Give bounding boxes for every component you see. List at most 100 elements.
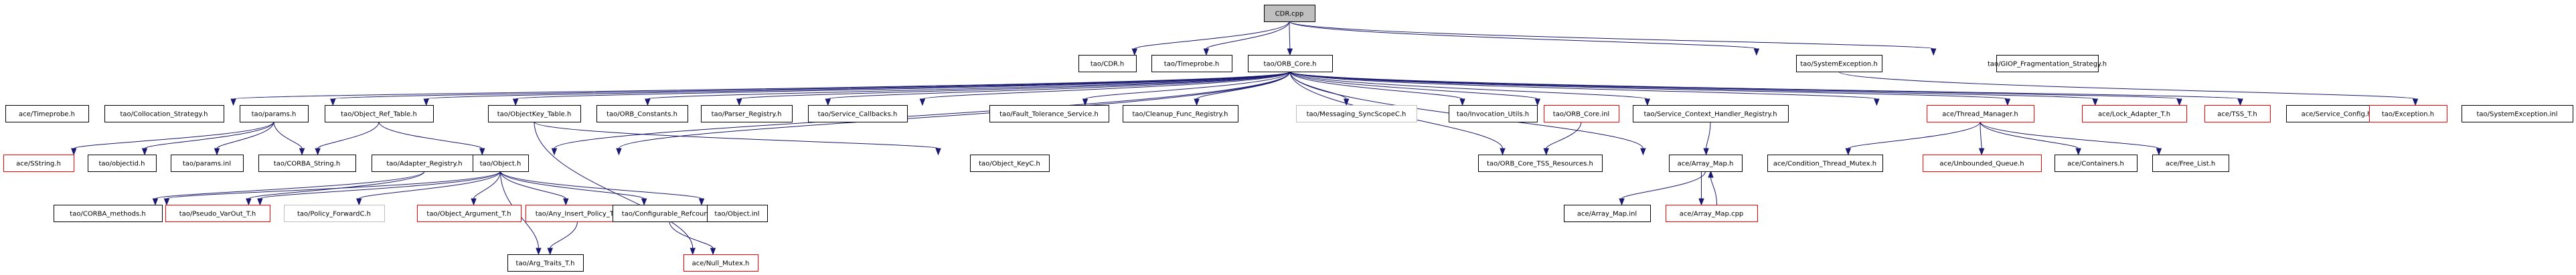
arrowhead-icon [1534, 98, 1540, 106]
node-box [596, 105, 688, 122]
edge-line [332, 71, 1291, 100]
graph-node-tao-objectkey-table-h[interactable]: tao/ObjectKey_Table.h [488, 105, 581, 122]
graph-node-tao-object-ref-table-h[interactable]: tao/Object_Ref_Table.h [325, 105, 434, 122]
graph-node-tao-policy-forwardc-h[interactable]: tao/Policy_ForwardC.h [284, 205, 385, 222]
graph-node-ace-containers-h[interactable]: ace/Containers.h [2055, 155, 2138, 172]
graph-node-ace-null-mutex-h[interactable]: ace/Null_Mutex.h [683, 254, 758, 272]
graph-node-tao-fault-tolerance-service-h[interactable]: tao/Fault_Tolerance_Service.h [989, 105, 1109, 122]
graph-node-tao-giop-frag-h[interactable]: tao/GIOP_Fragmentation_Strategy.h [1988, 55, 2107, 72]
graph-node-tao-objectid-h[interactable]: tao/objectid.h [88, 155, 157, 172]
graph-node-ace-lock-adapter-t-h[interactable]: ace/Lock_Adapter_T.h [2082, 105, 2187, 122]
graph-node-tao-collocation-strategy-h[interactable]: tao/Collocation_Strategy.h [104, 105, 224, 122]
graph-node-tao-adapter-registry-h[interactable]: tao/Adapter_Registry.h [372, 155, 478, 172]
graph-node-ace-sstring-h[interactable]: ace/SString.h [3, 155, 74, 172]
graph-node-tao-exception-h[interactable]: tao/Exception.h [2369, 105, 2447, 122]
arrowhead-icon [1500, 148, 1506, 156]
edge-tao-params-h-to-tao-corba-string-h [273, 121, 305, 156]
graph-node-ace-array-map-h[interactable]: ace/Array_Map.h [1669, 155, 1743, 172]
graph-node-ace-condition-thread-mutex-h[interactable]: ace/Condition_Thread_Mutex.h [1767, 155, 1883, 172]
node-box [1669, 155, 1743, 172]
graph-node-tao-invocation-utils-h[interactable]: tao/Invocation_Utils.h [1449, 105, 1538, 122]
arrowhead-icon [315, 148, 321, 156]
graph-node-tao-params-h[interactable]: tao/params.h [240, 105, 309, 122]
graph-node-ace-array-map-inl[interactable]: ace/Array_Map.inl [1564, 205, 1651, 222]
edge-tao-orb-core-h-to-tao-object-h [616, 71, 1291, 156]
graph-node-tao-orb-core-inl[interactable]: tao/ORB_Core.inl [1544, 105, 1619, 122]
graph-node-tao-object-argument-t-h[interactable]: tao/Object_Argument_T.h [417, 205, 521, 222]
graph-node-tao-timeprobe-h[interactable]: tao/Timeprobe.h [1151, 55, 1232, 72]
edge-line [358, 171, 501, 199]
node-box [325, 105, 434, 122]
graph-node-tao-cdr-h[interactable]: tao/CDR.h [1078, 55, 1137, 72]
arrowhead-icon [479, 148, 485, 156]
node-box [1633, 105, 1789, 122]
edge-tao-orb-core-h-to-tao-adapter-registry-h [551, 71, 1291, 156]
graph-node-ace-free-list-h[interactable]: ace/Free_List.h [2152, 155, 2229, 172]
graph-node-tao-systemexception-inl[interactable]: tao/SystemException.inl [2462, 105, 2573, 122]
node-label: tao/Object_KeyC.h [979, 161, 1040, 168]
edge-line [1289, 71, 1463, 100]
graph-node-ace-tss-t-h[interactable]: ace/TSS_T.h [2204, 105, 2271, 122]
arrowhead-icon [1459, 98, 1465, 106]
node-label: tao/CDR.h [1091, 61, 1124, 68]
graph-node-tao-params-inl[interactable]: tao/params.inl [171, 155, 244, 172]
graph-node-tao-object-h[interactable]: tao/Object.h [473, 155, 529, 172]
graph-node-tao-parser-registry-h[interactable]: tao/Parser_Registry.h [701, 105, 793, 122]
node-box [104, 105, 224, 122]
graph-node-tao-orb-constants-h[interactable]: tao/ORB_Constants.h [596, 105, 688, 122]
graph-node-ace-array-map-cpp[interactable]: ace/Array_Map.cpp [1666, 205, 1758, 222]
edge-root-to-tao-giop-frag-h [1289, 21, 1937, 56]
node-box [1996, 55, 2099, 72]
graph-node-tao-corba-methods-h[interactable]: tao/CORBA_methods.h [54, 205, 163, 222]
graph-node-ace-thread-manager-h[interactable]: ace/Thread_Manager.h [1927, 105, 2034, 122]
graph-node-tao-service-context-handler-registry-h[interactable]: tao/Service_Context_Handler_Registry.h [1633, 105, 1789, 122]
node-label: ace/Free_List.h [2166, 161, 2215, 168]
graph-node-tao-any-insert-policy-t-h[interactable]: tao/Any_Insert_Policy_T.h [526, 205, 630, 222]
graph-node-root[interactable]: CDR.cpp [1264, 5, 1315, 22]
arrowhead-icon [512, 98, 519, 106]
edge-line [1710, 177, 1717, 205]
graph-node-tao-cleanup-func-registry-h[interactable]: tao/Cleanup_Func_Registry.h [1123, 105, 1238, 122]
graph-node-tao-pseudo-varout-t-h[interactable]: tao/Pseudo_VarOut_T.h [165, 205, 270, 222]
node-box [258, 155, 356, 172]
node-label: ace/Unbounded_Queue.h [1939, 161, 2024, 168]
edge-tao-orb-core-h-to-tao-fault-tolerance-service-h [1082, 71, 1291, 106]
graph-node-tao-object-inl[interactable]: tao/Object.inl [707, 205, 768, 222]
node-box [417, 205, 521, 222]
graph-node-tao-corba-string-h[interactable]: tao/CORBA_String.h [258, 155, 356, 172]
node-box [54, 205, 163, 222]
edge-tao-configurable-refcount-h-to-ace-null-mutex-h [669, 221, 716, 256]
edge-line [500, 171, 702, 199]
node-label: tao/Exception.h [2382, 111, 2434, 118]
arrowhead-icon [1708, 170, 1714, 178]
edge-line [473, 171, 501, 199]
node-box [1264, 5, 1315, 22]
graph-node-tao-orb-core-tss-resources-h[interactable]: tao/ORB_Core_TSS_Resources.h [1478, 155, 1603, 172]
node-label: CDR.cpp [1275, 11, 1304, 18]
arrowhead-icon [299, 148, 305, 156]
node-box [970, 155, 1050, 172]
node-label: ace/Array_Map.h [1678, 161, 1734, 168]
node-box [507, 254, 584, 272]
edge-line [1084, 71, 1291, 100]
node-label: ace/Thread_Manager.h [1942, 111, 2018, 118]
edge-line [1289, 71, 1538, 100]
node-label: tao/Arg_Traits_T.h [516, 260, 575, 268]
graph-node-ace-timeprobe-h[interactable]: ace/Timeprobe.h [5, 105, 89, 122]
graph-node-tao-messaging-syncscopec-h[interactable]: tao/Messaging_SyncScopeC.h [1296, 105, 1417, 122]
edge-ace-thread-manager-h-to-ace-containers-h [1980, 121, 2081, 156]
node-label: tao/params.inl [183, 161, 231, 168]
graph-node-tao-object-keyc-h[interactable]: tao/Object_KeyC.h [970, 155, 1050, 172]
arrowhead-icon [547, 248, 553, 256]
graph-node-tao-arg-traits-t-h[interactable]: tao/Arg_Traits_T.h [507, 254, 584, 272]
graph-node-tao-service-callbacks-h[interactable]: tao/Service_Callbacks.h [808, 105, 908, 122]
edge-line [1289, 71, 2241, 100]
graph-node-tao-orb-core-h[interactable]: tao/ORB_Core.h [1248, 55, 1333, 72]
graph-node-tao-systemexception-h[interactable]: tao/SystemException.h [1796, 55, 1882, 72]
graph-node-ace-unbounded-queue-h[interactable]: ace/Unbounded_Queue.h [1923, 155, 2042, 172]
arrowhead-icon [1874, 98, 1880, 106]
node-label: tao/Policy_ForwardC.h [297, 211, 371, 218]
arrowhead-icon [536, 248, 542, 256]
edge-tao-orb-core-h-to-tao-params-h [423, 71, 1291, 106]
edge-root-to-tao-cdr-h [1131, 21, 1290, 56]
